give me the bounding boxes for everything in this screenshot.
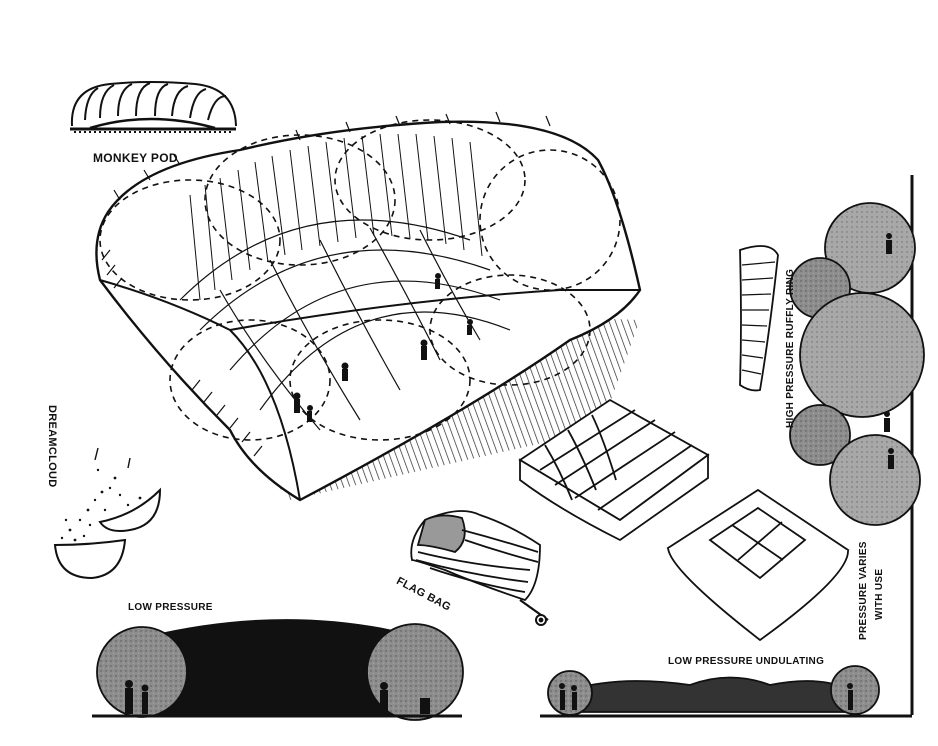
ruffly-ring-drawing: [739, 245, 779, 392]
low-pressure-undulating-drawing: [540, 665, 912, 718]
quilted-cushion-drawing: [518, 398, 710, 542]
pressure-varies-label-line1: PRESSURE VARIES: [858, 541, 869, 640]
low-pressure-drawing: [92, 619, 464, 721]
pressure-varies-spheres-drawing: [789, 175, 925, 715]
monkey-pod-label: MONKEY POD: [93, 151, 178, 165]
high-pressure-ruffly-ring-label: HIGH PRESSURE RUFFLY RING: [785, 268, 796, 428]
pillow-cushion-drawing: [666, 488, 850, 642]
flag-bag-drawing: [410, 510, 549, 626]
monkey-pod-drawing: [70, 81, 237, 133]
dreamcloud-drawing: [53, 447, 162, 580]
pressure-varies-label-line2: WITH USE: [874, 568, 885, 620]
main-dome-pillow-drawing: [95, 111, 642, 502]
low-pressure-label: LOW PRESSURE: [128, 602, 213, 613]
low-pressure-undulating-label: LOW PRESSURE UNDULATING: [668, 656, 825, 667]
dreamcloud-label: DREAMCLOUD: [46, 405, 58, 488]
